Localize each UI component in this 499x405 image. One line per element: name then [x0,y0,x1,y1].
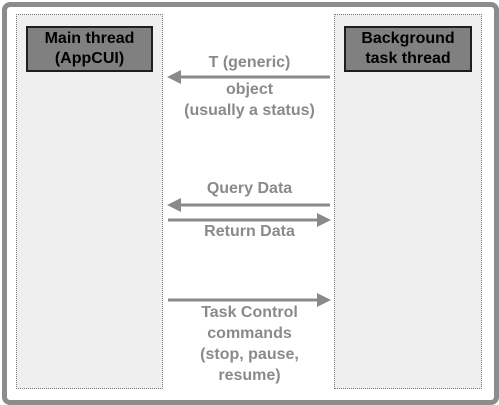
return-data-label: Return Data [204,223,295,240]
task-control-line-3: (stop, pause, [200,346,299,363]
task-control-label: Task Control commands (stop, pause, resu… [168,302,331,386]
main-thread-title: Main thread (AppCUI) [26,26,153,72]
background-thread-lane [334,14,482,389]
status-object-line-3: (usually a status) [184,102,315,119]
task-control-line-2: commands [207,325,292,342]
status-object-label-cont: object (usually a status) [168,79,331,121]
query-data-label: Query Data [206,180,293,197]
status-object-label: T (generic) [168,52,331,73]
status-object-line-1: T (generic) [208,54,291,71]
status-object-arrow [167,70,330,84]
task-control-line-1: Task Control [201,304,298,321]
task-control-line-4: resume) [218,367,281,384]
main-thread-lane [16,14,163,389]
status-object-line-2: object [225,81,274,98]
return-data-arrow [168,213,331,227]
query-data-arrow [167,198,330,212]
task-control-arrow [168,293,331,307]
background-thread-title: Background task thread [344,26,472,72]
